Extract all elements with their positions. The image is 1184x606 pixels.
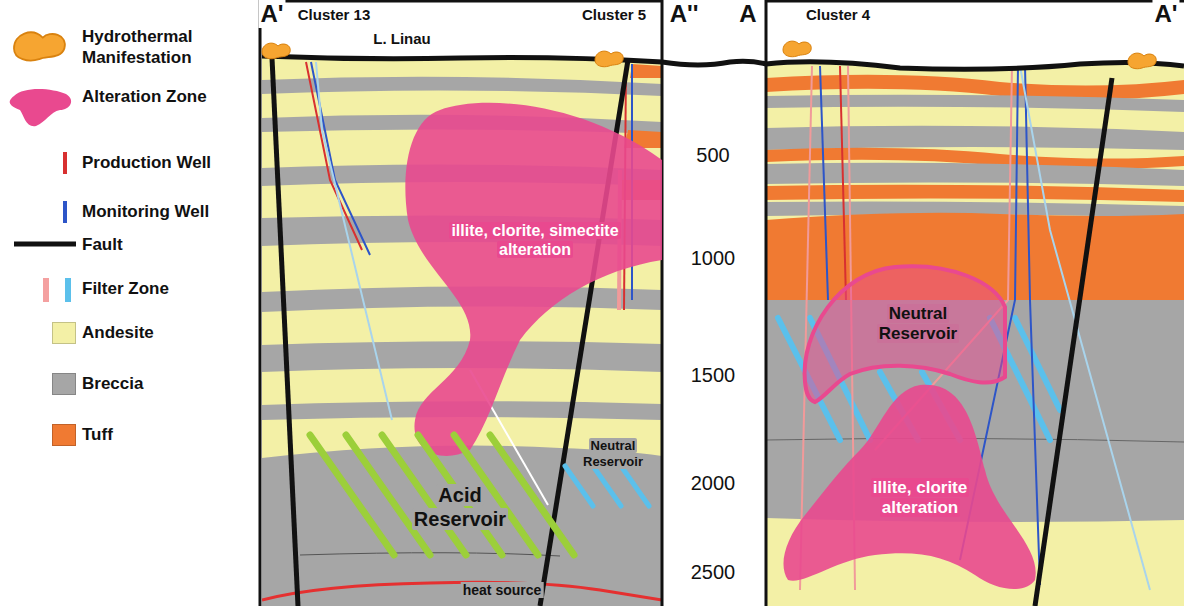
reservoir-zone: Neutral Reservoir — [555, 432, 660, 517]
section-label: A — [737, 0, 758, 28]
section-label: L. Linau — [371, 30, 433, 47]
legend-symbol — [0, 86, 80, 130]
zone-label-box: Neutral Reservoir — [568, 438, 658, 469]
section-label: Cluster 4 — [804, 6, 872, 23]
section-label: Cluster 13 — [296, 6, 373, 23]
legend-label: Alteration Zone — [82, 86, 212, 107]
reservoir-zone: Acid Reservoir — [300, 425, 540, 575]
left-section — [262, 0, 662, 606]
zone-label: Acid Reservoir — [412, 484, 508, 530]
legend-symbol — [0, 152, 80, 196]
legend-swatch — [52, 322, 76, 344]
legend-entry: Alteration Zone — [0, 86, 250, 130]
zone-label: Neutral Reservoir — [581, 438, 645, 469]
depth-label: 1500 — [689, 364, 738, 387]
zone-label: illite, clorite, simectite alteration — [449, 222, 620, 258]
legend-entry: Monitoring Well — [0, 201, 250, 245]
reservoir-zone: Neutral Reservoir — [800, 262, 1010, 407]
legend-symbol — [0, 278, 80, 322]
legend-swatch — [52, 373, 76, 395]
depth-label: 2500 — [689, 561, 738, 584]
legend-label: Andesite — [82, 322, 262, 343]
legend-entry: Filter Zone — [0, 278, 250, 322]
section-label: Cluster 5 — [580, 6, 648, 23]
legend-label: Breccia — [82, 373, 262, 394]
zone-label-box: illite, clorite, simectite alteration — [425, 221, 645, 259]
legend-symbol — [0, 201, 80, 245]
depth-label: 1000 — [689, 247, 738, 270]
legend-symbol — [0, 26, 80, 70]
region-label: heat source — [461, 582, 544, 598]
legend-label: Fault — [82, 234, 262, 255]
legend-entry: Production Well — [0, 152, 250, 196]
section-label: A' — [1152, 0, 1179, 28]
legend-entry: Fault — [0, 234, 250, 278]
section-label: A'' — [668, 0, 701, 28]
legend-label: Monitoring Well — [82, 201, 262, 222]
zone-label-box: illite, clorite alteration — [845, 478, 995, 519]
legend-entry: Andesite — [0, 322, 250, 366]
alteration-zone-shape — [400, 100, 662, 465]
depth-label: 500 — [694, 144, 731, 167]
legend-symbol — [0, 234, 80, 278]
reservoir-zone-shape — [300, 425, 540, 575]
right-section — [766, 0, 1184, 606]
zone-label: Neutral Reservoir — [877, 304, 959, 343]
zone-label-box: Acid Reservoir — [405, 483, 515, 531]
legend-label: Filter Zone — [82, 278, 262, 299]
alteration-zone: illite, clorite, simectite alteration — [400, 100, 662, 465]
legend-label: Tuff — [82, 424, 262, 445]
legend-swatch — [52, 424, 76, 446]
depth-label: 2000 — [689, 472, 738, 495]
alteration-zone: illite, clorite alteration — [780, 380, 1042, 595]
legend-entry: Hydrothermal Manifestation — [0, 26, 250, 70]
legend-label: Hydrothermal Manifestation — [82, 26, 212, 69]
legend-label: Production Well — [82, 152, 262, 173]
legend-entry: Tuff — [0, 424, 250, 468]
zone-label: illite, clorite alteration — [871, 478, 969, 517]
legend-entry: Breccia — [0, 373, 250, 417]
section-label: A' — [258, 0, 285, 28]
zone-label-box: Neutral Reservoir — [863, 304, 973, 345]
